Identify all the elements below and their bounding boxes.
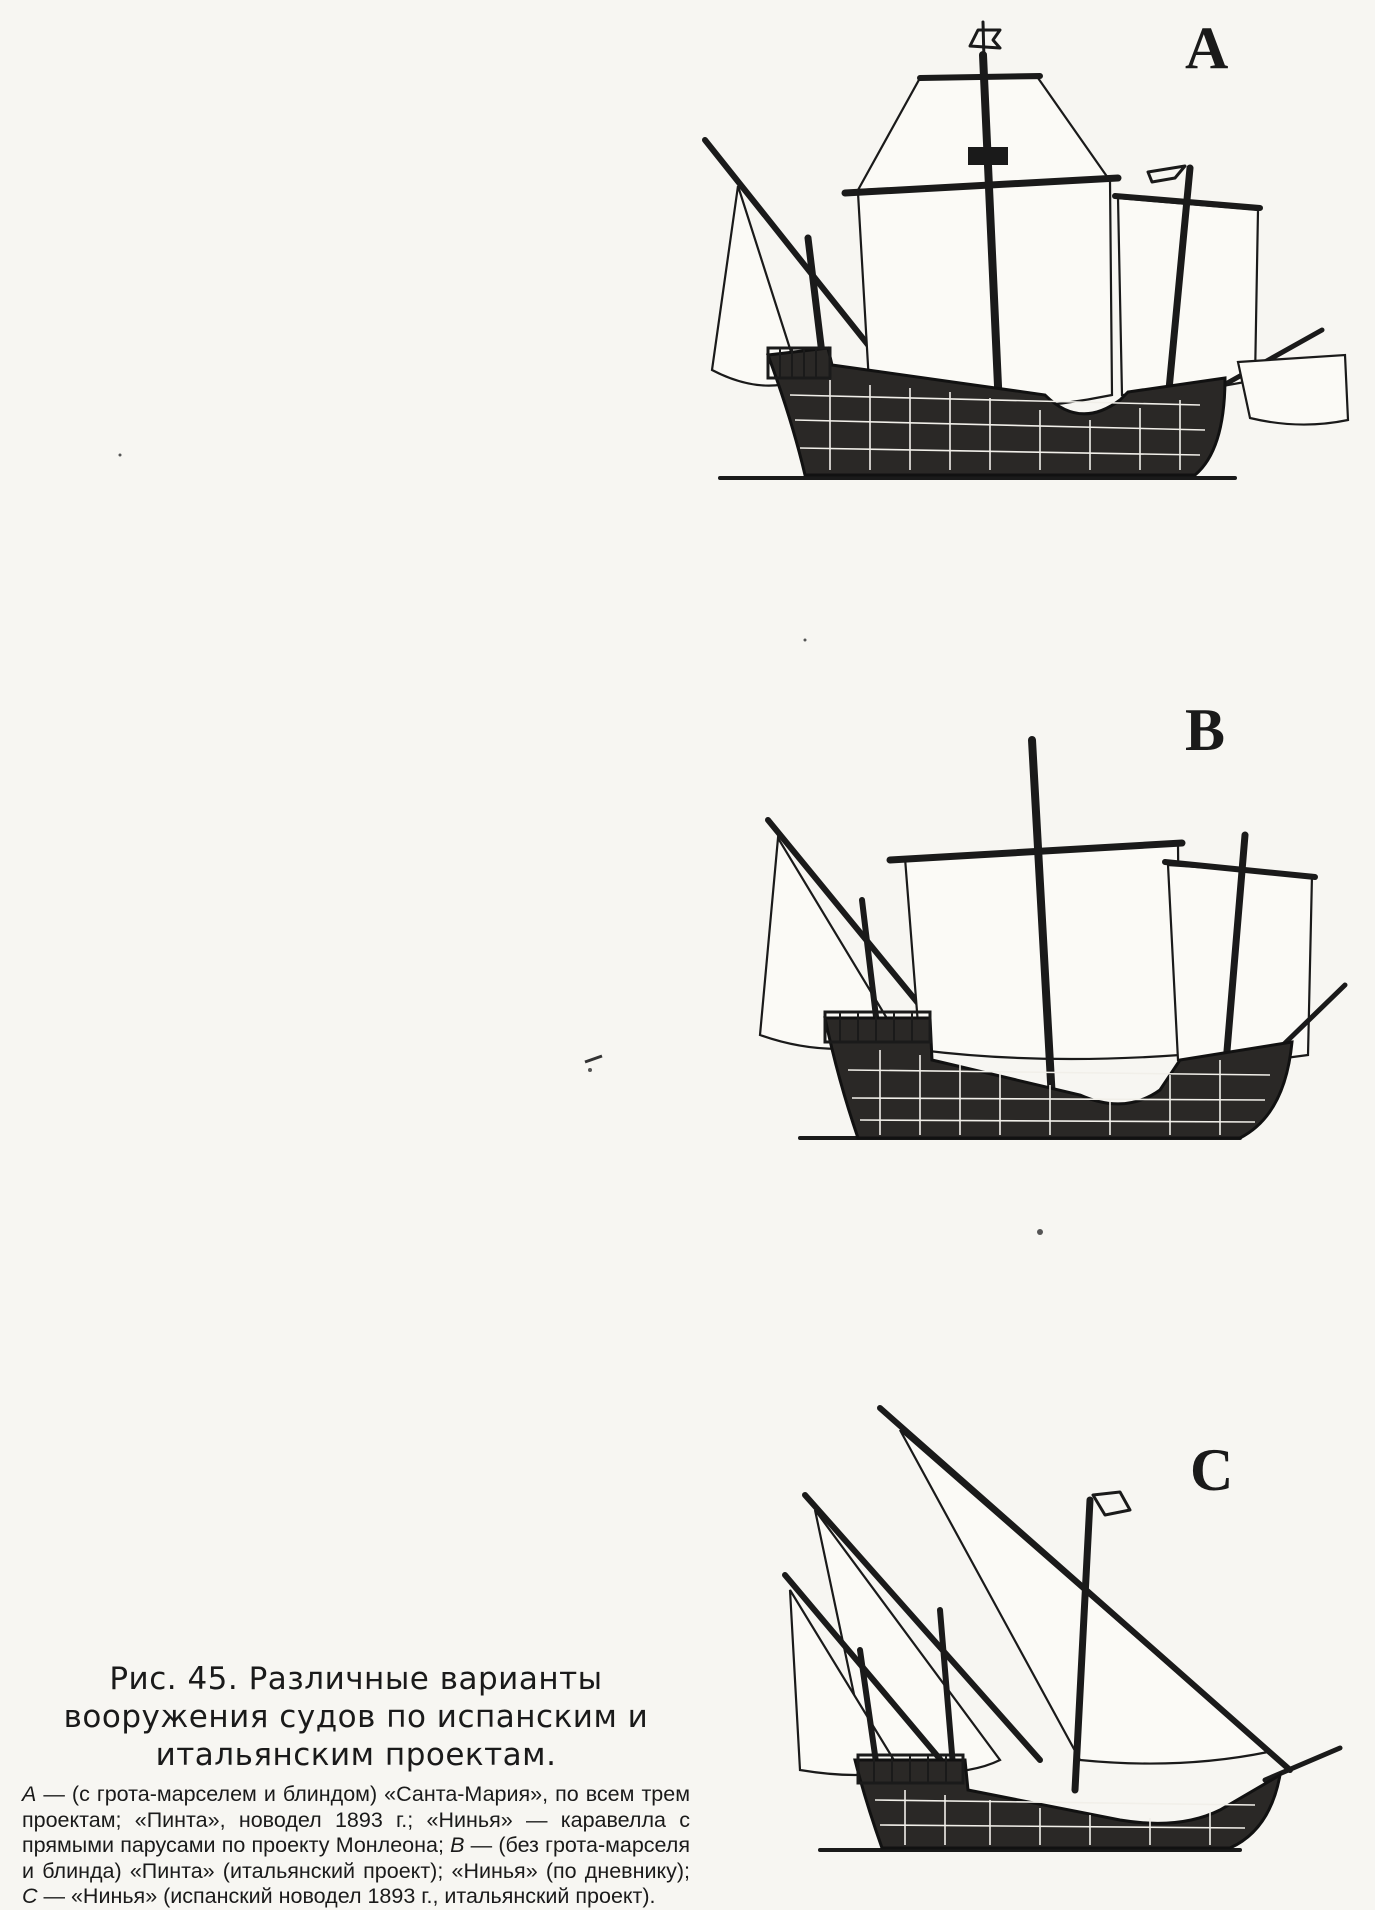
caption-key-b: B bbox=[450, 1833, 465, 1857]
caption-text-a: — (с грота-марселем и блиндом) «Санта-Ма… bbox=[22, 1782, 690, 1857]
ship-a-drawing bbox=[702, 20, 1350, 480]
caption-body: A — (с грота-марселем и блиндом) «Санта-… bbox=[22, 1782, 690, 1910]
ship-c-drawing bbox=[782, 1405, 1343, 1852]
figure-label-a: A bbox=[1185, 15, 1229, 81]
figure-45: A B C Рис. 45. Различные варианты вооруж… bbox=[22, 15, 1350, 1908]
scan-specks bbox=[118, 453, 1043, 1235]
figure-label-b: B bbox=[1185, 697, 1226, 763]
figure-caption: Рис. 45. Различные варианты вооружения с… bbox=[22, 1660, 690, 1910]
caption-title: Рис. 45. Различные варианты вооружения с… bbox=[63, 1661, 649, 1773]
caption-key-a: A bbox=[22, 1782, 37, 1806]
caption-key-c: C bbox=[22, 1884, 38, 1908]
caption-text-c: — «Нинья» (испанский новодел 1893 г., ит… bbox=[37, 1884, 656, 1908]
ship-b-drawing bbox=[758, 736, 1348, 1140]
ship-drawings bbox=[118, 20, 1350, 1852]
figure-label-c: C bbox=[1190, 1437, 1234, 1503]
